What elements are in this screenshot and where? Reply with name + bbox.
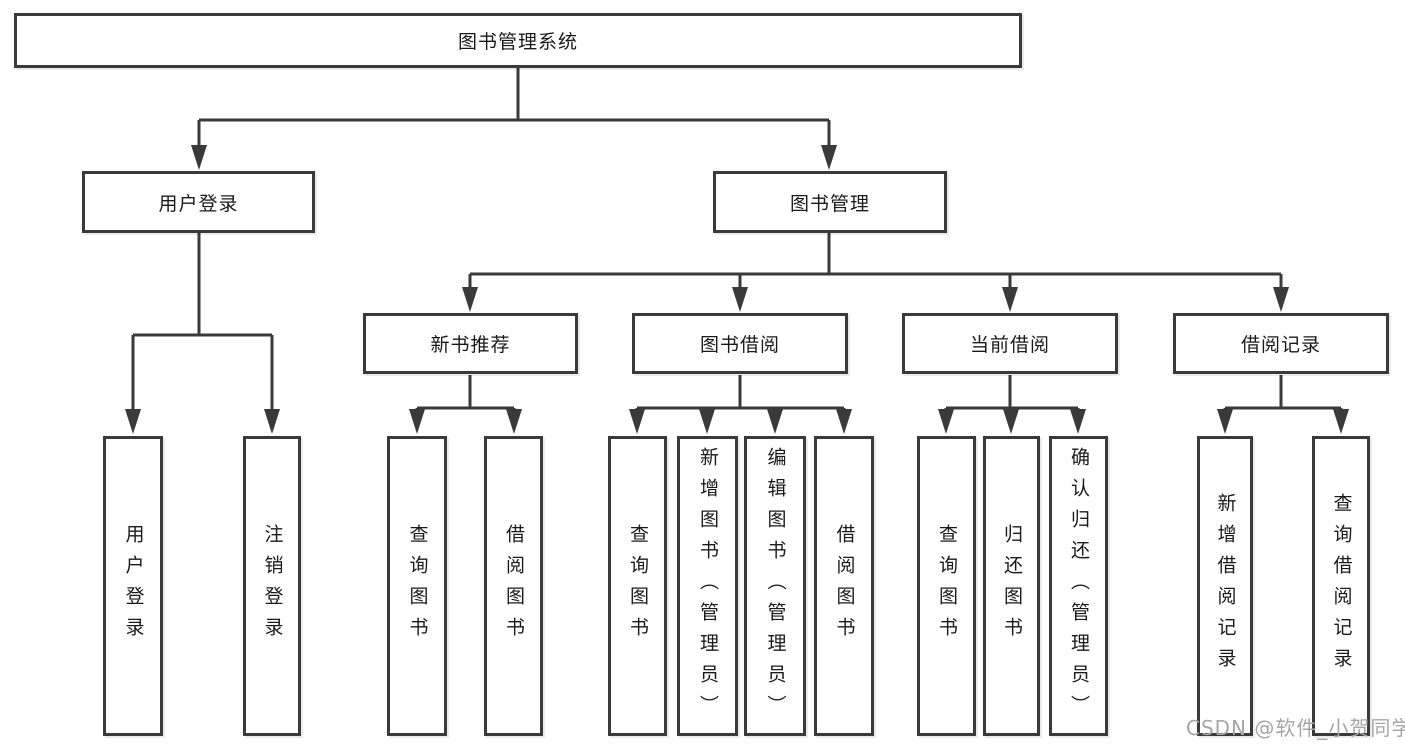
leaf-label: 编辑图书（管理员）	[764, 446, 787, 726]
node-book-borrowing: 图书借阅	[632, 313, 848, 374]
leaf-query-books-recommend: 查询图书	[387, 436, 447, 736]
leaf-label: 查询图书	[627, 524, 649, 648]
leaf-query-books-current: 查询图书	[917, 436, 976, 736]
leaf-label: 注销登录	[261, 524, 284, 648]
leaf-label: 用户登录	[122, 524, 145, 648]
leaf-query-books-borrow: 查询图书	[608, 436, 667, 736]
leaf-borrow-books-recommend: 借阅图书	[484, 436, 543, 736]
leaf-confirm-return-admin: 确认归还（管理员）	[1049, 436, 1108, 736]
node-book-management: 图书管理	[713, 171, 947, 233]
node-borrowing-records: 借阅记录	[1173, 313, 1389, 374]
csdn-watermark: CSDN @软件_小贺同学	[1186, 716, 1405, 740]
node-current-borrowing: 当前借阅	[902, 313, 1118, 374]
leaf-label: 借阅图书	[833, 524, 856, 648]
node-new-book-recommendation: 新书推荐	[363, 313, 578, 374]
leaf-borrow-books: 借阅图书	[814, 436, 874, 736]
leaf-label: 新增借阅记录	[1214, 493, 1237, 679]
leaf-label: 归还图书	[1001, 524, 1023, 648]
leaf-return-books: 归还图书	[983, 436, 1040, 736]
leaf-label: 查询图书	[936, 524, 958, 648]
leaf-query-borrow-record: 查询借阅记录	[1312, 436, 1370, 736]
leaf-label: 查询借阅记录	[1330, 493, 1353, 679]
leaf-user-login: 用户登录	[103, 436, 163, 736]
leaf-add-borrow-record: 新增借阅记录	[1197, 436, 1253, 736]
node-user-login: 用户登录	[82, 171, 315, 233]
leaf-label: 新增图书（管理员）	[697, 446, 719, 726]
leaf-label: 借阅图书	[503, 524, 525, 648]
leaf-edit-books-admin: 编辑图书（管理员）	[744, 436, 806, 736]
leaf-label: 查询图书	[406, 524, 429, 648]
node-library-management-system: 图书管理系统	[14, 13, 1022, 68]
arrowheads	[125, 145, 1349, 434]
leaf-label: 确认归还（管理员）	[1068, 446, 1090, 726]
leaf-logout: 注销登录	[243, 436, 301, 736]
leaf-add-books-admin: 新增图书（管理员）	[677, 436, 738, 736]
